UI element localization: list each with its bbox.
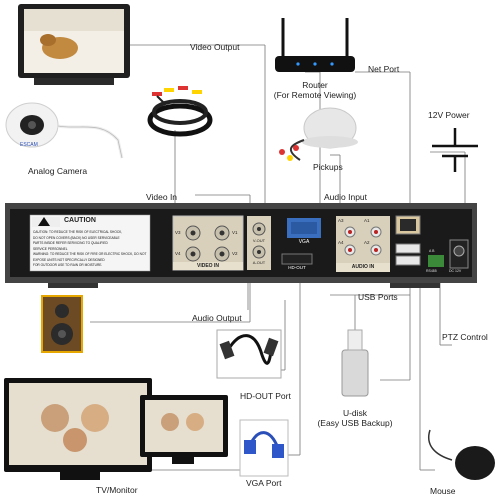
audio-in-tag: AUDIO IN xyxy=(336,264,390,270)
video-in-tag: VIDEO IN xyxy=(173,263,243,269)
mouse-image xyxy=(429,430,495,480)
audio-channel-label: A1 xyxy=(364,218,370,224)
audio-channel-label: A2 xyxy=(364,240,370,246)
lcd-monitor-image xyxy=(18,4,130,85)
label-audio-output: Audio Output xyxy=(192,313,242,323)
audio-channel-label: A3 xyxy=(338,218,344,224)
audio-channel-label: A4 xyxy=(338,240,344,246)
label-hdout-port: HD-OUT Port xyxy=(240,391,291,401)
dc12v-tag: DC 12V xyxy=(449,269,461,274)
rs485-tag: RS485 xyxy=(426,269,437,274)
hd-out-tag: HD-OUT xyxy=(280,265,314,271)
tv-monitors-image xyxy=(4,378,228,480)
analog-camera-image xyxy=(6,103,122,158)
video-channel-label: V1 xyxy=(232,230,238,236)
label-tv-monitor: TV/Monitor xyxy=(96,485,138,495)
speaker-image xyxy=(42,296,82,352)
label-udisk: U-disk xyxy=(320,408,390,418)
label-net-port: Net Port xyxy=(368,64,399,74)
video-channel-label: V4 xyxy=(175,251,181,257)
caution-title: CAUTION xyxy=(64,217,96,225)
pickup-microphone-image xyxy=(279,108,358,161)
label-video-in: Video In xyxy=(146,192,177,202)
label-ptz-control: PTZ Control xyxy=(442,332,488,342)
label-router-sub: (For Remote Viewing) xyxy=(262,90,368,100)
video-channel-label: V3 xyxy=(175,230,181,236)
label-udisk-sub: (Easy USB Backup) xyxy=(304,418,406,428)
v-out-tag: V-OUT xyxy=(247,238,271,243)
caution-text-block: CAUTION: TO REDUCE THE RISK OF ELECTRICA… xyxy=(33,230,148,269)
hdmi-cable-image xyxy=(217,330,281,378)
a-out-tag: A-OUT xyxy=(247,260,271,265)
label-mouse: Mouse xyxy=(430,486,456,496)
rs485-ab-tag: A B xyxy=(429,249,434,254)
vga-tag: VGA xyxy=(287,239,321,245)
vga-cable-image xyxy=(240,420,288,476)
caution-line: WARNING: TO REDUCE THE RISK OF FIRE OR E… xyxy=(33,252,148,258)
label-video-output: Video Output xyxy=(190,42,239,52)
label-usb-ports: USB Ports xyxy=(358,292,398,302)
label-audio-input: Audio Input xyxy=(324,192,367,202)
power-symbol xyxy=(432,128,478,172)
label-vga-port: VGA Port xyxy=(246,478,281,488)
router-image xyxy=(275,18,355,72)
usb-disk-image xyxy=(342,330,368,396)
camera-brand-text: ESCAM xyxy=(20,142,38,148)
bnc-cable-image xyxy=(150,86,210,134)
label-analog-camera: Analog Camera xyxy=(28,166,87,176)
video-channel-label: V2 xyxy=(232,251,238,257)
label-power: 12V Power xyxy=(428,110,470,120)
caution-line: FOR OUTDOOR USE TO RAIN OR MOISTURE. xyxy=(33,263,148,269)
label-pickups: Pickups xyxy=(313,162,343,172)
label-router: Router xyxy=(270,80,360,90)
